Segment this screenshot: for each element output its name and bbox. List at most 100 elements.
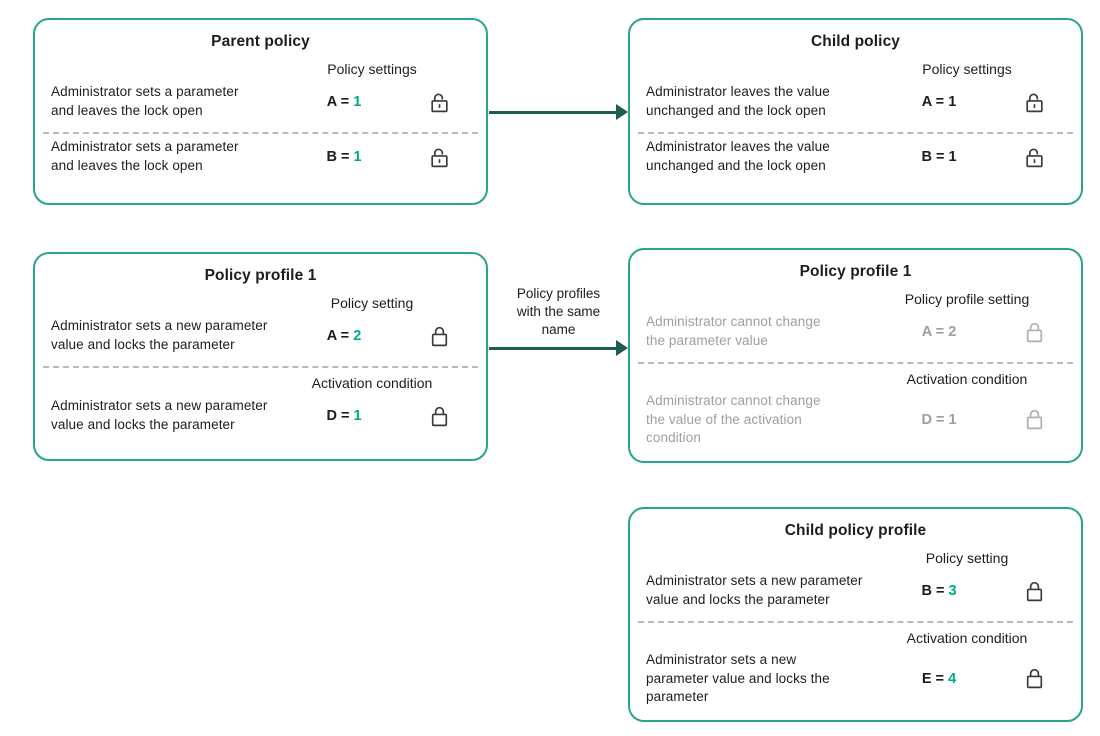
row-description: Administrator leaves the value unchanged… <box>646 139 830 173</box>
parameter-assignment: A = 2 <box>877 324 1001 340</box>
equals-sign: = <box>336 328 354 344</box>
arrow-head-icon <box>616 340 628 356</box>
section-header: Policy settings <box>327 61 417 77</box>
parameter-value: 1 <box>353 94 362 110</box>
parameter-assignment: A = 1 <box>877 94 1001 110</box>
box-title: Policy profile 1 <box>799 263 912 280</box>
settings-row: Administrator sets a new parameter value… <box>51 313 470 359</box>
box-title: Policy profile 1 <box>204 267 317 284</box>
parameter-name: A <box>326 94 337 110</box>
equals-sign: = <box>931 583 949 599</box>
parameter-assignment: E = 4 <box>877 671 1001 687</box>
arrow-line <box>489 346 617 350</box>
row-divider <box>638 621 1073 623</box>
open-lock-icon <box>1003 91 1065 114</box>
parameter-assignment: D = 1 <box>877 412 1001 428</box>
equals-sign: = <box>931 411 949 428</box>
settings-row: Administrator cannot change the value of… <box>646 389 1065 451</box>
settings-row: Administrator sets a new parameter value… <box>646 568 1065 614</box>
row-description: Administrator cannot change the paramete… <box>646 314 821 348</box>
parameter-name: D <box>326 408 337 424</box>
box-title: Child policy profile <box>784 522 927 539</box>
row-divider <box>638 132 1073 134</box>
row-divider <box>638 362 1073 364</box>
closed-lock-icon <box>1003 667 1065 690</box>
parameter-value: 1 <box>353 408 362 424</box>
section-header: Activation condition <box>906 371 1028 387</box>
row-description: Administrator sets a parameter and leave… <box>51 139 239 173</box>
equals-sign: = <box>931 324 949 340</box>
parameter-name: B <box>921 149 932 165</box>
parameter-value: 1 <box>353 149 362 165</box>
section-header: Policy setting <box>330 295 414 311</box>
closed-lock-icon <box>1003 321 1065 344</box>
parameter-assignment: B = 1 <box>282 149 406 165</box>
parameter-value: 1 <box>948 94 957 110</box>
parameter-assignment: D = 1 <box>282 408 406 424</box>
arrow-parent-policy-to-child-policy <box>489 104 628 120</box>
settings-row: Administrator leaves the value unchanged… <box>646 134 1065 180</box>
parameter-name: A <box>921 324 932 340</box>
row-divider <box>43 366 478 368</box>
settings-row: Administrator leaves the value unchanged… <box>646 79 1065 125</box>
settings-row: Administrator sets a parameter and leave… <box>51 134 470 180</box>
row-description: Administrator cannot change the value of… <box>646 393 821 446</box>
parameter-value: 2 <box>948 324 957 340</box>
parameter-name: E <box>921 670 932 687</box>
closed-lock-icon <box>408 405 470 428</box>
row-description: Administrator sets a parameter and leave… <box>51 84 239 118</box>
parameter-assignment: A = 2 <box>282 328 406 344</box>
arrow-policy-profile-to-policy-profile <box>489 340 628 356</box>
equals-sign: = <box>336 149 354 165</box>
parameter-assignment: B = 3 <box>877 583 1001 599</box>
parameter-name: B <box>921 583 932 599</box>
settings-row: Administrator sets a new parameter value… <box>51 393 470 439</box>
parameter-name: B <box>326 149 337 165</box>
section-header: Policy settings <box>922 61 1012 77</box>
parameter-value: 1 <box>948 149 957 165</box>
row-description: Administrator leaves the value unchanged… <box>646 84 830 118</box>
parameter-name: A <box>326 328 337 344</box>
box-title: Parent policy <box>211 33 310 50</box>
section-header: Activation condition <box>906 630 1028 646</box>
parameter-value: 3 <box>948 583 957 599</box>
closed-lock-icon <box>1003 580 1065 603</box>
settings-row: Administrator sets a new parameter value… <box>646 648 1065 710</box>
open-lock-icon <box>408 146 470 169</box>
section-header: Activation condition <box>311 375 433 391</box>
arrow-line <box>489 110 617 114</box>
arrow-label: Policy profiles with the same name <box>516 286 601 337</box>
box-title: Child policy <box>810 33 901 50</box>
settings-row: Administrator sets a parameter and leave… <box>51 79 470 125</box>
parameter-name: D <box>921 411 932 428</box>
section-header: Policy setting <box>925 550 1009 566</box>
equals-sign: = <box>931 149 949 165</box>
equals-sign: = <box>931 670 949 687</box>
parameter-value: 2 <box>353 328 362 344</box>
row-description: Administrator sets a new parameter value… <box>51 318 268 352</box>
open-lock-icon <box>1003 146 1065 169</box>
row-description: Administrator sets a new parameter value… <box>646 573 863 607</box>
parameter-assignment: A = 1 <box>282 94 406 110</box>
closed-lock-icon <box>1003 408 1065 431</box>
row-divider <box>43 132 478 134</box>
section-header: Policy profile setting <box>904 291 1030 307</box>
equals-sign: = <box>336 94 354 110</box>
arrow-head-icon <box>616 104 628 120</box>
parameter-value: 1 <box>948 411 957 428</box>
parameter-name: A <box>921 94 932 110</box>
row-description: Administrator sets a new parameter value… <box>51 398 268 432</box>
closed-lock-icon <box>408 325 470 348</box>
equals-sign: = <box>931 94 949 110</box>
row-description: Administrator sets a new parameter value… <box>646 652 830 705</box>
settings-row: Administrator cannot change the paramete… <box>646 309 1065 355</box>
open-lock-icon <box>408 91 470 114</box>
parameter-value: 4 <box>948 670 957 687</box>
parameter-assignment: B = 1 <box>877 149 1001 165</box>
